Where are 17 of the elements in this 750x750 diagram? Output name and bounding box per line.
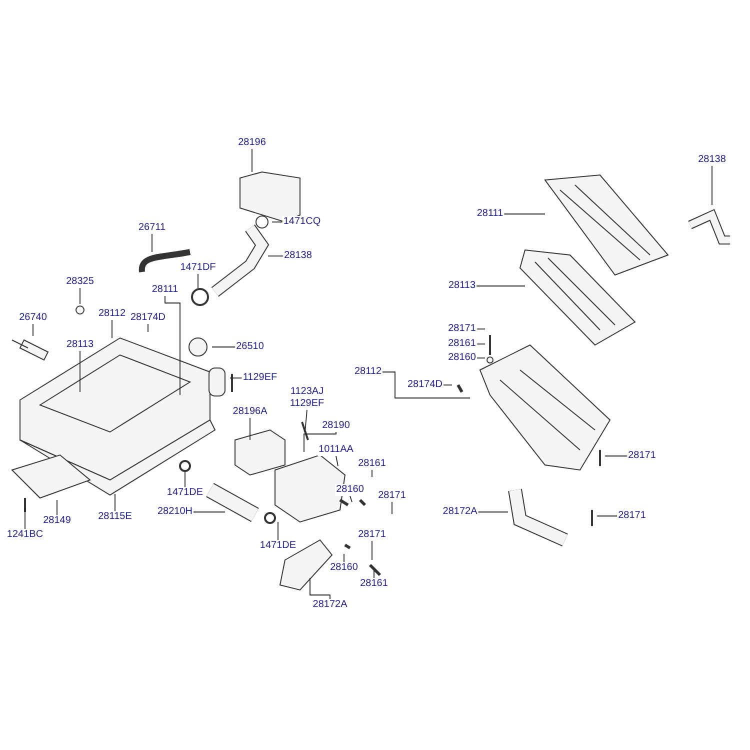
leader-line xyxy=(304,410,308,432)
leader-line xyxy=(24,508,26,530)
leader-line xyxy=(476,328,486,330)
leader-line xyxy=(114,494,116,512)
callout-number: 28160 xyxy=(335,484,365,496)
leader-line xyxy=(212,346,236,348)
leader-line xyxy=(382,372,470,398)
leader-line xyxy=(443,384,452,386)
leader-line xyxy=(32,324,34,336)
leader-line xyxy=(336,456,338,466)
callout-number: 1011AA xyxy=(318,444,354,456)
leader-line xyxy=(310,578,330,600)
leader-line xyxy=(304,432,336,452)
leader-line xyxy=(184,472,186,488)
callout-number: 1471CQ xyxy=(282,216,322,228)
leader-line xyxy=(164,296,180,396)
leader-line xyxy=(56,500,58,516)
